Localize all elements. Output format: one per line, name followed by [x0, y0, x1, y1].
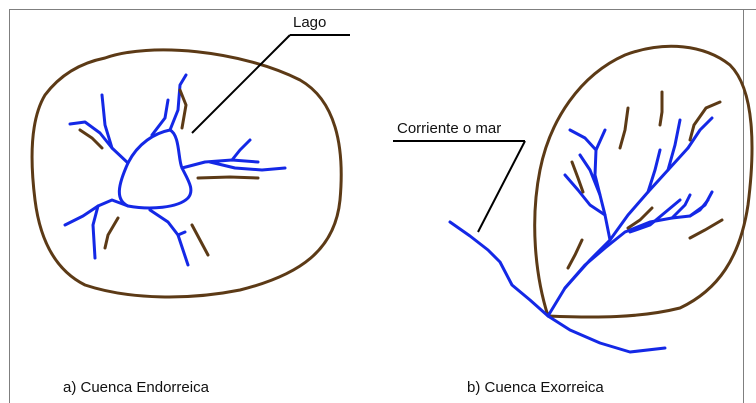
endorheic-basin	[30, 48, 343, 299]
lake-label: Lago	[293, 14, 326, 31]
frame-border	[9, 9, 756, 403]
exorheic-basin	[448, 44, 754, 354]
endorheic-basin-outline	[30, 48, 343, 299]
exorheic-streams	[448, 116, 714, 354]
endorheic-gullies	[78, 88, 260, 257]
outlet-label: Corriente o mar	[397, 120, 501, 137]
endorheic-streams	[63, 73, 287, 267]
outlet-callout	[393, 140, 526, 233]
caption-endorheic: a) Cuenca Endorreica	[63, 379, 210, 396]
lake-callout	[191, 34, 350, 134]
exorheic-gullies	[566, 90, 724, 270]
exorheic-basin-outline	[533, 44, 754, 319]
lake	[117, 128, 193, 210]
caption-exorheic: b) Cuenca Exorreica	[467, 379, 604, 396]
